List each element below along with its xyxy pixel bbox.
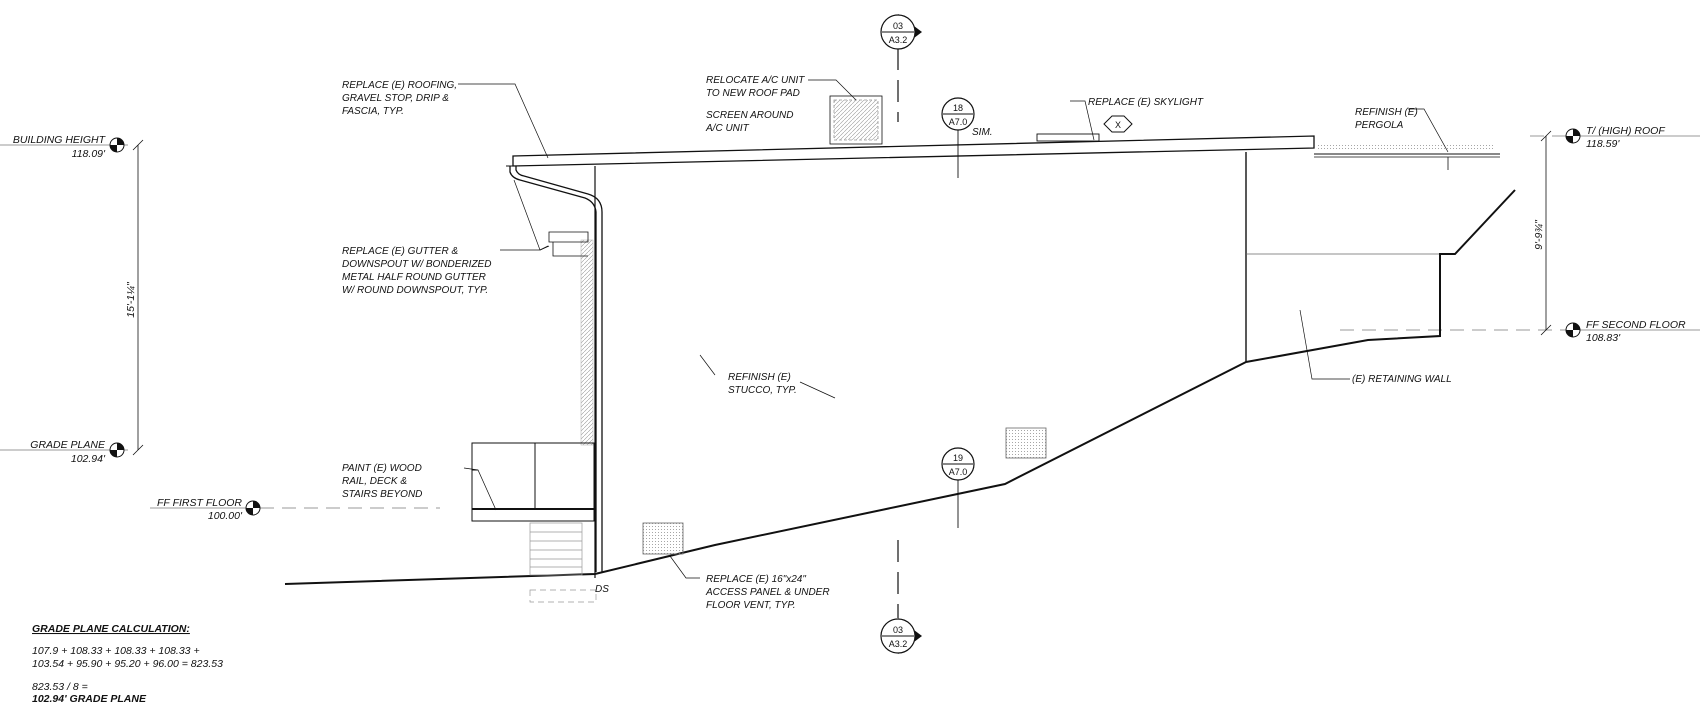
keynote-tag: X [1103, 115, 1133, 133]
note-access-panel-line3: FLOOR VENT, TYP. [706, 600, 795, 611]
level-ff-first-floor-value: 100.00' [208, 510, 243, 522]
level-marker-ff-first-floor: FF FIRST FLOOR 100.00' [157, 497, 261, 522]
note-gutter-line1: REPLACE (E) GUTTER & [342, 246, 458, 257]
note-wood-rail-line2: RAIL, DECK & [342, 476, 407, 487]
note-pergola: REFINISH (E) PERGOLA [1355, 107, 1418, 131]
level-grade-plane-label: GRADE PLANE [30, 439, 106, 451]
note-ac-relocate-line1: RELOCATE A/C UNIT [706, 75, 805, 86]
downspout-label: DS [595, 584, 609, 595]
note-ac-relocate-line2: TO NEW ROOF PAD [706, 88, 800, 99]
note-gutter: REPLACE (E) GUTTER & DOWNSPOUT W/ BONDER… [342, 246, 491, 296]
note-ac-screen: SCREEN AROUND A/C UNIT [705, 110, 793, 134]
note-pergola-line1: REFINISH (E) [1355, 107, 1418, 118]
note-wood-rail-line3: STAIRS BEYOND [342, 489, 422, 500]
level-ff-second-floor-value: 108.83' [1586, 332, 1621, 344]
note-roofing: REPLACE (E) ROOFING, GRAVEL STOP, DRIP &… [342, 80, 457, 117]
detail-tag-19-sheet: A7.0 [949, 467, 968, 477]
level-marker-building-height: BUILDING HEIGHT 118.09' [13, 134, 125, 160]
deck-rail [471, 442, 595, 522]
section-tag-top-sheet: A3.2 [889, 35, 908, 45]
note-stucco-line1: REFINISH (E) [728, 372, 791, 383]
note-access-panel: REPLACE (E) 16"x24" ACCESS PANEL & UNDER… [705, 574, 830, 611]
section-tag-bottom-sheet: A3.2 [889, 639, 908, 649]
skylight [1036, 133, 1100, 142]
note-gutter-line2: DOWNSPOUT W/ BONDERIZED [342, 259, 491, 270]
level-high-roof-label: T/ (HIGH) ROOF [1586, 125, 1665, 137]
grade-calc-line3: 823.53 / 8 = [32, 681, 88, 693]
note-retaining-wall: (E) RETAINING WALL [1352, 374, 1452, 385]
level-building-height-value: 118.09' [72, 148, 106, 160]
note-ac-screen-line2: A/C UNIT [705, 123, 750, 134]
grade-calc-line1: 107.9 + 108.33 + 108.33 + 108.33 + [32, 645, 200, 657]
grade-calc-result-text: 102.94' GRADE PLANE [32, 693, 147, 704]
grade-calc-line2: 103.54 + 95.90 + 95.20 + 96.00 = 823.53 [32, 658, 223, 670]
detail-tag-18-number: 18 [953, 103, 963, 113]
note-stucco: REFINISH (E) STUCCO, TYP. [728, 372, 797, 396]
access-panel [642, 522, 684, 555]
note-roofing-line2: GRAVEL STOP, DRIP & [342, 93, 449, 104]
detail-tag-19-number: 19 [953, 453, 963, 463]
grade-calc-title: GRADE PLANE CALCULATION: [32, 623, 190, 635]
section-tag-bottom-number: 03 [893, 625, 903, 635]
note-gutter-line3: METAL HALF ROUND GUTTER [342, 272, 486, 283]
note-wood-rail: PAINT (E) WOOD RAIL, DECK & STAIRS BEYON… [342, 463, 422, 500]
note-skylight: REPLACE (E) SKYLIGHT [1088, 97, 1204, 108]
level-marker-grade-plane: GRADE PLANE 102.94' [30, 439, 125, 465]
note-wood-rail-line1: PAINT (E) WOOD [342, 463, 422, 474]
leader-lines [458, 79, 1449, 579]
detail-tag-18-sheet: A7.0 [949, 117, 968, 127]
section-tag-top: 03 A3.2 [880, 14, 922, 50]
sim-label: SIM. [972, 127, 993, 138]
dimension-upper-label: 9'-9¾" [1533, 219, 1545, 250]
note-ac-relocate: RELOCATE A/C UNIT TO NEW ROOF PAD [706, 75, 805, 99]
detail-tag-19: 19 A7.0 [941, 447, 975, 528]
note-roofing-line1: REPLACE (E) ROOFING, [342, 80, 457, 91]
floor-vent [1005, 427, 1047, 459]
detail-tag-18: 18 A7.0 SIM. [941, 97, 993, 178]
grade-plane-calculation: GRADE PLANE CALCULATION: 107.9 + 108.33 … [32, 623, 223, 704]
dimension-overall-label: 15'-1¼" [125, 281, 137, 318]
note-pergola-line2: PERGOLA [1355, 120, 1404, 131]
note-gutter-line4: W/ ROUND DOWNSPOUT, TYP. [342, 285, 488, 296]
level-ff-second-floor-label: FF SECOND FLOOR [1586, 319, 1686, 331]
level-marker-high-roof: T/ (HIGH) ROOF 118.59' [1565, 125, 1665, 150]
level-building-height-label: BUILDING HEIGHT [13, 134, 107, 146]
note-roofing-line3: FASCIA, TYP. [342, 106, 404, 117]
note-access-panel-line1: REPLACE (E) 16"x24" [706, 574, 806, 585]
level-ff-first-floor-label: FF FIRST FLOOR [157, 497, 242, 509]
building-outline [284, 135, 1516, 585]
level-grade-plane-value: 102.94' [71, 453, 106, 465]
ac-unit [829, 95, 883, 145]
section-tag-bottom: 03 A3.2 [880, 618, 922, 654]
dimension-upper [1540, 130, 1552, 336]
note-access-panel-line2: ACCESS PANEL & UNDER [705, 587, 830, 598]
dimension-overall [132, 139, 144, 456]
stairs-beyond [529, 522, 597, 603]
level-high-roof-value: 118.59' [1586, 138, 1620, 150]
level-lines [0, 135, 1700, 509]
keynote-tag-label: X [1115, 120, 1121, 130]
note-stucco-line2: STUCCO, TYP. [728, 385, 797, 396]
gutter-downspout [506, 165, 603, 572]
note-ac-screen-line1: SCREEN AROUND [706, 110, 793, 121]
level-marker-ff-second-floor: FF SECOND FLOOR 108.83' [1565, 319, 1686, 344]
wall-siding [580, 239, 594, 446]
section-tag-top-number: 03 [893, 21, 903, 31]
